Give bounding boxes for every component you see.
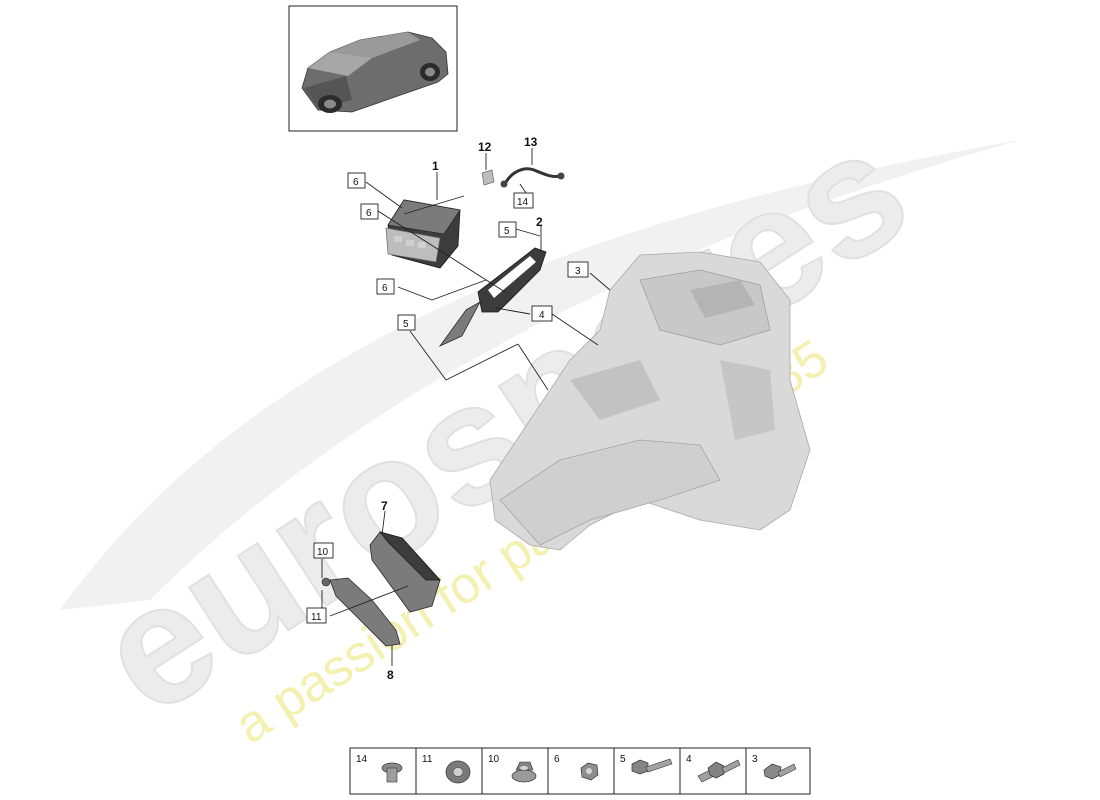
callout-box-6c: 6 (376, 278, 395, 295)
legend-num-5: 4 (686, 754, 692, 765)
svg-text:4: 4 (539, 310, 545, 321)
svg-text:6: 6 (366, 208, 372, 219)
callout-box-5b: 5 (397, 314, 416, 331)
callout-box-10: 10 (313, 542, 334, 559)
grommet-icon (445, 760, 471, 784)
hex-bolt-icon (631, 758, 673, 775)
svg-text:5: 5 (504, 226, 510, 237)
screw-icon (763, 763, 797, 780)
callout-7: 7 (381, 499, 388, 513)
callout-box-11: 11 (306, 607, 327, 624)
callout-box-4: 4 (531, 305, 553, 322)
vehicle-thumbnail (288, 5, 458, 132)
suv-icon (301, 31, 449, 113)
part-lower-module (369, 531, 441, 613)
watermark-brand: eurospares (67, 92, 939, 751)
svg-text:11: 11 (311, 612, 322, 623)
legend-num-1: 11 (422, 754, 433, 765)
callout-8: 8 (387, 668, 394, 682)
part-lower-bracket (321, 577, 401, 647)
body-structure (489, 251, 811, 551)
callouts-bold: 1 2 7 8 12 13 (381, 135, 543, 682)
part-cable (500, 167, 565, 188)
legend-num-4: 5 (620, 754, 626, 765)
callout-2: 2 (536, 215, 543, 229)
legend-num-0: 14 (356, 754, 368, 765)
nut-washer-icon (511, 761, 537, 783)
bolt-flange-icon (381, 762, 403, 783)
callout-12: 12 (478, 140, 492, 154)
callout-box-6b: 6 (360, 203, 379, 220)
svg-text:3: 3 (575, 266, 581, 277)
svg-text:10: 10 (317, 547, 329, 558)
part-clip (481, 169, 495, 186)
legend-num-3: 6 (554, 754, 560, 765)
svg-text:6: 6 (382, 283, 388, 294)
callout-1: 1 (432, 159, 439, 173)
callout-box-3: 3 (567, 261, 589, 278)
legend-num-2: 10 (488, 754, 500, 765)
svg-text:5: 5 (403, 319, 409, 330)
svg-text:14: 14 (517, 197, 529, 208)
svg-text:6: 6 (353, 177, 359, 188)
part-bracket-frame (438, 247, 547, 347)
leader-lines (321, 148, 611, 666)
callout-13: 13 (524, 135, 538, 149)
stud-bolt-icon (697, 759, 741, 783)
callout-box-6a: 6 (347, 172, 366, 189)
legend-num-6: 3 (752, 754, 758, 765)
part-control-unit (385, 199, 461, 269)
callout-box-14: 14 (513, 192, 534, 209)
callout-box-5a: 5 (498, 221, 517, 238)
fastener-legend: 14 11 10 6 5 4 3 (349, 747, 811, 795)
hex-nut-icon (580, 762, 599, 781)
callouts-boxed: 6 6 6 5 5 3 4 14 (306, 172, 589, 624)
